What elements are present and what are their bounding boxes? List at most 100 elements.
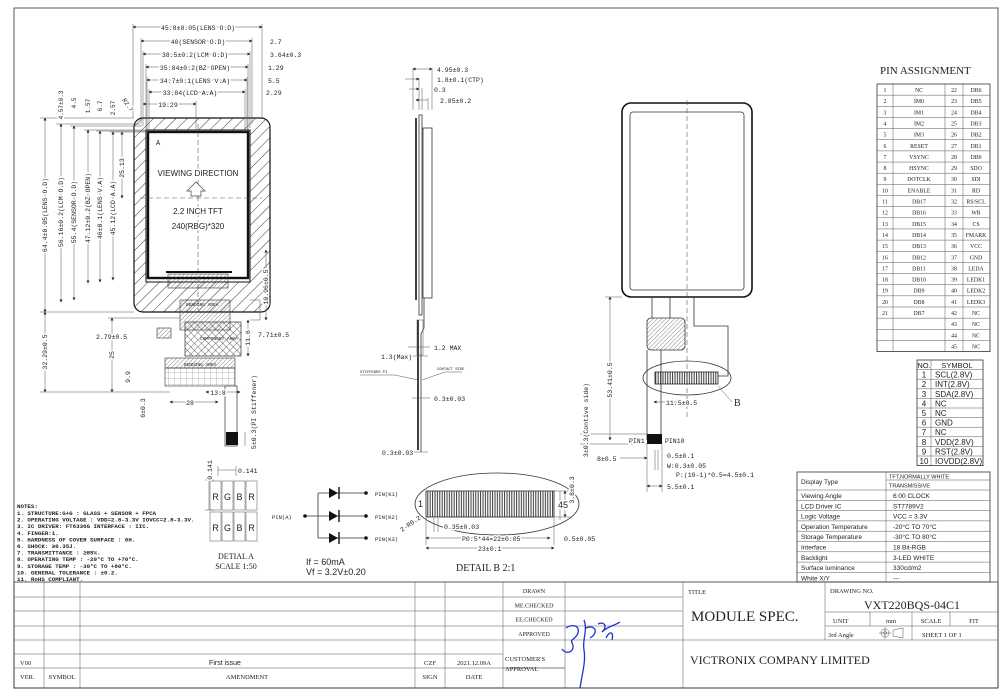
pin-signal-name: LEDK2 <box>967 289 985 295</box>
revision-amendment: First issue <box>209 660 241 667</box>
dimension-label: 4.5 <box>71 97 78 108</box>
led-circuit <box>303 487 368 544</box>
customer-signature <box>561 619 621 689</box>
subpixel-label: B <box>236 492 242 502</box>
pin10-label: PIN10 <box>665 438 685 445</box>
ctp-pin-symbol: IOVDD(2.8V) <box>935 457 982 466</box>
pin-number: 4 <box>884 121 887 127</box>
ctp-pin-symbol: GND <box>935 419 953 428</box>
ctp-pin-number: 2 <box>922 380 927 389</box>
pin-number: 23 <box>951 99 957 105</box>
pin-number: 39 <box>951 278 957 284</box>
pin-number: 37 <box>951 255 957 261</box>
approval-label: APPROVED <box>518 632 550 638</box>
projection-label: 3rd Angle <box>828 632 854 639</box>
dimension-label: 40(SENSOR O.D) <box>171 39 226 46</box>
note-item: 9. STORAGE TEMP : -30°C TO +80°C. <box>17 563 132 570</box>
spec-value: -20°C TO 70°C <box>893 523 937 531</box>
pin-signal-name: DOTCLK <box>907 177 931 183</box>
ctp-pin-number: 6 <box>922 419 927 428</box>
dimension-label: 8±0.5 <box>597 456 617 463</box>
spec-label: White X/Y <box>801 575 831 582</box>
spec-value: 3-LED WHITE <box>893 555 935 562</box>
spec-value: TFT,NORMALLY WHITE <box>889 475 949 481</box>
pin-last-label: 45 <box>558 500 568 510</box>
dimension-label: 13.8 <box>210 390 226 397</box>
dimension-label: 2.57 <box>110 100 117 115</box>
pin-signal-name: RD <box>972 188 980 194</box>
dimension-label: 25 <box>109 351 116 359</box>
note-item: 8. OPERATING TEMP : -20°C TO +70°C. <box>17 556 139 563</box>
note-item: 3. IC DRIVER: FT6336G INTERFACE : IIC. <box>17 523 149 530</box>
sheet-label: SHEET 1 OF 1 <box>922 632 962 639</box>
ctp-pin-symbol: NC <box>935 428 947 437</box>
dimension-label: 0.3 <box>434 87 446 94</box>
pin-signal-name: SDO <box>970 166 982 172</box>
scale-label: SCALE <box>921 618 942 625</box>
detail-a <box>205 466 237 511</box>
pin-number: 3 <box>884 110 887 116</box>
note-item: 5. HARDNESS OF COVER SURFACE : 6H. <box>17 536 135 543</box>
pin-signal-name: DB1 <box>971 144 982 150</box>
pin-signal-name: VSYNC <box>909 155 929 161</box>
pin-number: 9 <box>884 177 887 183</box>
pin-number: 33 <box>951 211 957 217</box>
dimension-label: 3.8±0.3 <box>569 476 576 503</box>
pin-signal-name: SDI <box>971 177 980 183</box>
dimension-label: 5.5±0.1 <box>667 484 694 491</box>
dimension-label: 4.95±0.3 <box>437 67 468 74</box>
subpixel-label: R <box>212 523 219 533</box>
revision-version: V00 <box>20 660 31 667</box>
pin-number: 22 <box>951 88 957 94</box>
ctp-pin-symbol: NC <box>935 409 947 418</box>
pin-number: 12 <box>882 211 888 217</box>
header-amendment: AMENDMENT <box>226 674 268 681</box>
spec-label: Logic Voltage <box>801 514 840 521</box>
approval-label: ME.CHECKED <box>515 603 555 609</box>
ctp-pin-number: 5 <box>922 409 927 418</box>
pin-signal-name: DB12 <box>912 255 926 261</box>
pin-signal-name: DB13 <box>912 244 926 250</box>
pin-signal-name: NC <box>972 333 980 339</box>
pin-number: 29 <box>951 166 957 172</box>
spec-value: ST7789V2 <box>893 503 924 510</box>
dimension-label: 0.5±0.1 <box>667 453 694 460</box>
detail-b-callout <box>642 360 732 396</box>
pin-signal-name: NC <box>972 311 980 317</box>
stiffener-contact-block <box>226 432 238 445</box>
pin-signal-name: VCC <box>970 244 982 250</box>
company-name: VICTRONIX COMPANY LIMITED <box>690 653 870 667</box>
pin-number: 8 <box>884 166 887 172</box>
ctp-header-no: NO. <box>917 361 930 370</box>
ctp-pin-number: 9 <box>922 447 927 456</box>
tables <box>209 83 991 583</box>
dimension-label: W:0.3±0.05 <box>667 463 706 470</box>
side-view <box>360 67 462 453</box>
pin-number: 35 <box>951 233 957 239</box>
dimension-label: 23±0.1 <box>478 546 502 553</box>
pin-number: 5 <box>884 133 887 139</box>
dimension-label: 1.57 <box>85 98 92 113</box>
note-item: 6. SHOCK: ≥0.35J. <box>17 543 76 550</box>
dimension-label: 11.5±0.5 <box>666 400 697 407</box>
pin-number: 24 <box>951 110 957 116</box>
dimension-label: 47.12±0.2(BZ OPEN) <box>85 173 92 243</box>
dimension-label: 45.8±0.05(LENS O.D) <box>161 25 235 32</box>
dimension-label: 35.84±0.2(BZ OPEN) <box>160 65 230 72</box>
pin-signal-name: DB14 <box>912 233 926 239</box>
led-diode-icon <box>329 487 340 499</box>
dimension-label: 2.7 <box>270 39 282 46</box>
led-cathode-label: PIN(K2) <box>375 514 398 521</box>
component-area-label: COMPONENT AREA <box>200 336 238 342</box>
pin-number: 25 <box>951 121 957 127</box>
dimension-label: 1.29 <box>268 65 284 72</box>
ctp-pin-symbol: SDA(2.8V) <box>935 390 974 399</box>
pin-number: 27 <box>951 144 957 150</box>
dimension-label: 1.2 MAX <box>434 345 461 352</box>
dimension-label: 56.16±0.2(LCM O.D) <box>58 177 65 247</box>
pin-signal-name: CS <box>972 222 979 228</box>
pin-number: 1 <box>884 88 887 94</box>
revision-sign: CZF <box>424 660 436 667</box>
detail-b-title: DETAIL B 2:1 <box>456 563 515 574</box>
